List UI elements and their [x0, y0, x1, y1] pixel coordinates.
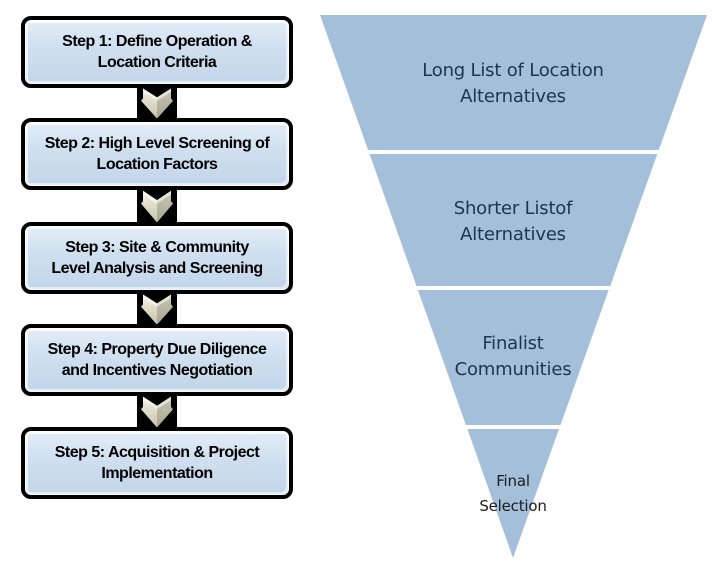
step-connector — [137, 84, 177, 122]
step-label-line: Step 4: Property Due Diligence — [47, 341, 267, 358]
step-label-line: Step 3: Site & Community — [65, 239, 249, 256]
step-box-3: Step 3: Site & Community Level Analysis … — [21, 222, 293, 294]
step-label-line: Location Factors — [96, 156, 218, 173]
funnel-label-line: Selection — [479, 497, 547, 515]
step-box-1: Step 1: Define Operation & Location Crit… — [21, 16, 293, 88]
down-arrow-icon — [137, 392, 177, 431]
funnel-label-line: Alternatives — [460, 86, 566, 107]
step-box-5: Step 5: Acquisition & Project Implementa… — [21, 427, 293, 499]
funnel-section-1-shape — [320, 15, 707, 150]
step-connector — [137, 392, 177, 431]
funnel-label-line: Long List of Location — [422, 60, 604, 81]
funnel-label-line: Alternatives — [460, 224, 566, 245]
funnel-label-finalist: Finalist Communities — [455, 331, 572, 383]
funnel-section-2-shape — [369, 154, 658, 286]
step-label-line: and Incentives Negotiation — [61, 362, 253, 379]
funnel-label-line: Finalist — [482, 333, 544, 354]
funnel-label-shorter-list: Shorter Listof Alternatives — [454, 196, 573, 248]
step-label-line: Step 5: Acquisition & Project — [54, 444, 260, 461]
funnel-label-line: Final — [496, 472, 530, 490]
step-connector — [137, 290, 177, 328]
step-connector — [137, 186, 177, 226]
funnel-section-3-shape — [417, 290, 609, 425]
step-label-line: Step 1: Define Operation & — [62, 33, 252, 50]
funnel-label-line: Communities — [454, 359, 572, 380]
step-label-line: Implementation — [101, 465, 213, 482]
step-label-line: Level Analysis and Screening — [51, 260, 263, 277]
step-box-2: Step 2: High Level Screening of Location… — [21, 118, 293, 190]
funnel-label-long-list: Long List of Location Alternatives — [422, 58, 604, 110]
funnel-label-final-selection: Final Selection — [479, 469, 547, 519]
down-arrow-icon — [137, 186, 177, 226]
down-arrow-icon — [137, 290, 177, 328]
funnel-label-line: Shorter Listof — [453, 198, 573, 219]
step-label-line: Step 2: High Level Screening of — [44, 135, 270, 152]
step-box-4: Step 4: Property Due Diligence and Incen… — [21, 324, 293, 396]
down-arrow-icon — [137, 84, 177, 122]
funnel-section-4-shape — [467, 429, 559, 558]
step-label-line: Location Criteria — [97, 54, 217, 71]
